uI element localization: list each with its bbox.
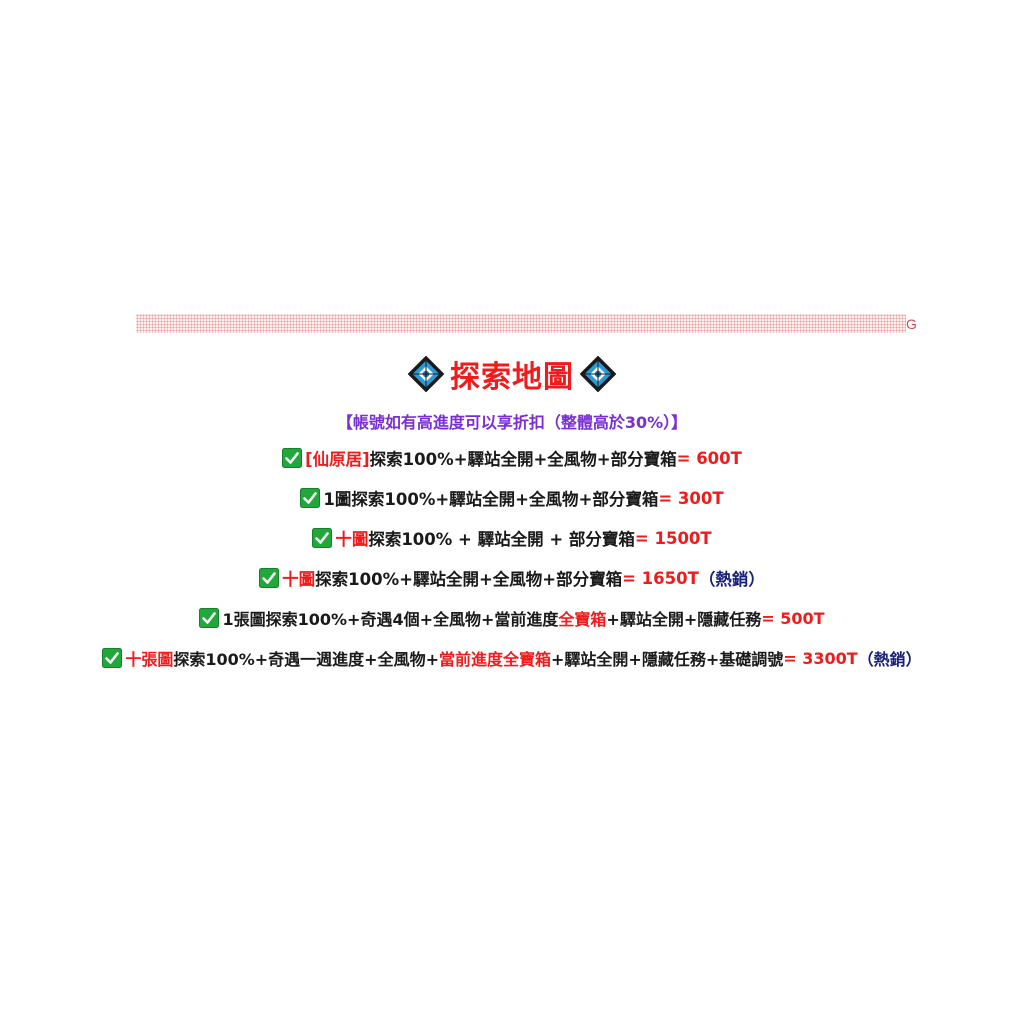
- hot-sale-badge: （熱銷）: [698, 570, 765, 589]
- hot-sale-badge: （熱銷）: [857, 650, 922, 669]
- item-map-tag: 十圖: [335, 530, 369, 549]
- title-row: 探索地圖: [0, 348, 1024, 400]
- list-item: 十圖 探索100%+驛站全開+全風物+部分寶箱 = 1650T （熱銷）: [0, 558, 1024, 598]
- check-mark-button-icon: [282, 448, 303, 468]
- check-mark-button-icon: [312, 528, 333, 548]
- list-item: 1張圖探索100%+奇遇4個+全風物+當前進度 全寶箱 +驛站全開+隱藏任務 =…: [0, 598, 1024, 638]
- item-description-tail: +驛站全開+隱藏任務: [606, 610, 762, 629]
- item-map-tag: 十圖: [282, 570, 316, 589]
- item-description: 1圖探索100%+驛站全開+全風物+部分寶箱: [323, 490, 659, 509]
- item-price: = 1500T: [634, 528, 712, 548]
- page-title: 探索地圖: [450, 360, 574, 395]
- item-description: 探索100% + 驛站全開 + 部分寶箱: [368, 530, 635, 549]
- item-price: = 1650T: [622, 568, 699, 588]
- item-description: 1張圖探索100%+奇遇4個+全風物+當前進度: [222, 610, 559, 629]
- item-price: = 300T: [658, 488, 724, 508]
- strip-letter: G: [906, 316, 917, 332]
- check-mark-button-icon: [199, 608, 220, 628]
- list-item: 十張圖 探索100%+奇遇一週進度+全風物+ 當前進度全寶箱 +驛站全開+隱藏任…: [0, 638, 1024, 678]
- list-item: 十圖 探索100% + 驛站全開 + 部分寶箱 = 1500T: [0, 518, 1024, 558]
- list-item: 1圖探索100%+驛站全開+全風物+部分寶箱 = 300T: [0, 478, 1024, 518]
- item-description: 探索100%+驛站全開+全風物+部分寶箱: [315, 570, 623, 589]
- item-price: = 500T: [761, 608, 825, 628]
- diamond-with-dot-icon: [580, 356, 616, 392]
- item-highlight: 當前進度全寶箱: [438, 650, 551, 669]
- check-mark-button-icon: [300, 488, 321, 508]
- check-mark-button-icon: [259, 568, 280, 588]
- dotted-banner-strip: [136, 314, 906, 333]
- check-mark-button-icon: [102, 648, 123, 668]
- item-description: 探索100%+驛站全開+全風物+部分寶箱: [369, 450, 677, 469]
- diamond-with-dot-icon: [408, 356, 444, 392]
- item-description-tail: +驛站全開+隱藏任務+基礎調號: [551, 650, 784, 669]
- item-price: = 600T: [676, 448, 742, 468]
- item-description: 探索100%+奇遇一週進度+全風物+: [173, 650, 439, 669]
- item-price: = 3300T: [783, 648, 858, 668]
- listing: 探索地圖 【帳號如有高進度可以享折扣（整體高於30%）】 [仙原居] 探索100…: [0, 348, 1024, 678]
- discount-note: 【帳號如有高進度可以享折扣（整體高於30%）】: [336, 413, 688, 432]
- item-map-tag: 十張圖: [125, 650, 174, 669]
- list-item: [仙原居] 探索100%+驛站全開+全風物+部分寶箱 = 600T: [0, 438, 1024, 478]
- item-highlight: 全寶箱: [558, 610, 607, 629]
- item-map-tag: [仙原居]: [305, 450, 370, 469]
